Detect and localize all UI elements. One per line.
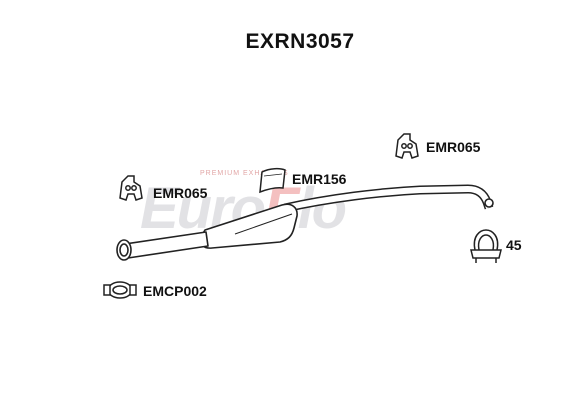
part-label-clamp-45: 45 <box>506 237 522 253</box>
part-label-emr065: EMR065 <box>153 185 208 201</box>
watermark-tagline: PREMIUM EXHAUSTS <box>200 170 289 177</box>
rubber-hanger-icon <box>119 175 143 201</box>
part-label-emcp002: EMCP002 <box>143 283 207 299</box>
part-label-emr065: EMR065 <box>426 139 481 155</box>
part-number-title: EXRN3057 <box>245 30 355 53</box>
u-bolt-clamp-icon <box>470 229 502 263</box>
pipe-clamp-icon <box>103 281 137 299</box>
exhaust-assembly <box>116 184 494 261</box>
part-label-emr156: EMR156 <box>292 171 347 187</box>
rubber-hanger-icon <box>395 133 419 159</box>
heat-shield-icon <box>259 167 286 194</box>
